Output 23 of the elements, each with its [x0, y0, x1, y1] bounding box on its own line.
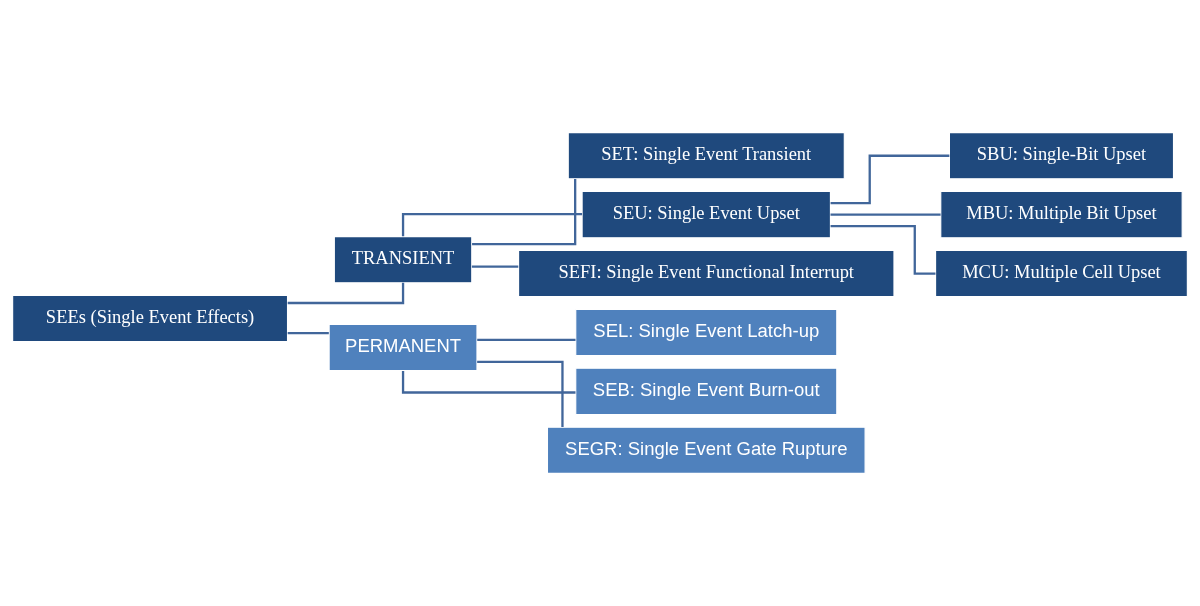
- connector: [830, 213, 941, 216]
- node-box: SBU: Single-Bit Upset: [948, 132, 1175, 180]
- node-box: SEGR: Single Event Gate Rupture: [546, 426, 866, 474]
- connector: [830, 154, 950, 205]
- node-box: SEEs (Single Event Effects): [12, 294, 289, 343]
- connector: [477, 338, 576, 342]
- node-box: SEB: Single Event Burn-out: [575, 367, 838, 416]
- node-box: MBU: Multiple Bit Upset: [940, 190, 1183, 239]
- node-box: MCU: Multiple Cell Upset: [934, 249, 1188, 298]
- connector: [287, 282, 405, 305]
- connector: [401, 212, 583, 237]
- node-box: PERMANENT: [328, 323, 478, 372]
- node-box: SEU: Single Event Upset: [581, 190, 832, 239]
- connector: [472, 178, 577, 246]
- connector: [830, 225, 936, 275]
- connector: [287, 331, 329, 335]
- node-box: SEL: Single Event Latch-up: [575, 308, 838, 357]
- connector: [401, 371, 576, 394]
- node-box: SEFI: Single Event Functional Interrupt: [517, 249, 895, 298]
- connector: [471, 265, 519, 268]
- node-box: TRANSIENT: [333, 236, 473, 284]
- connector: [477, 360, 564, 428]
- node-box: SET: Single Event Transient: [567, 132, 845, 180]
